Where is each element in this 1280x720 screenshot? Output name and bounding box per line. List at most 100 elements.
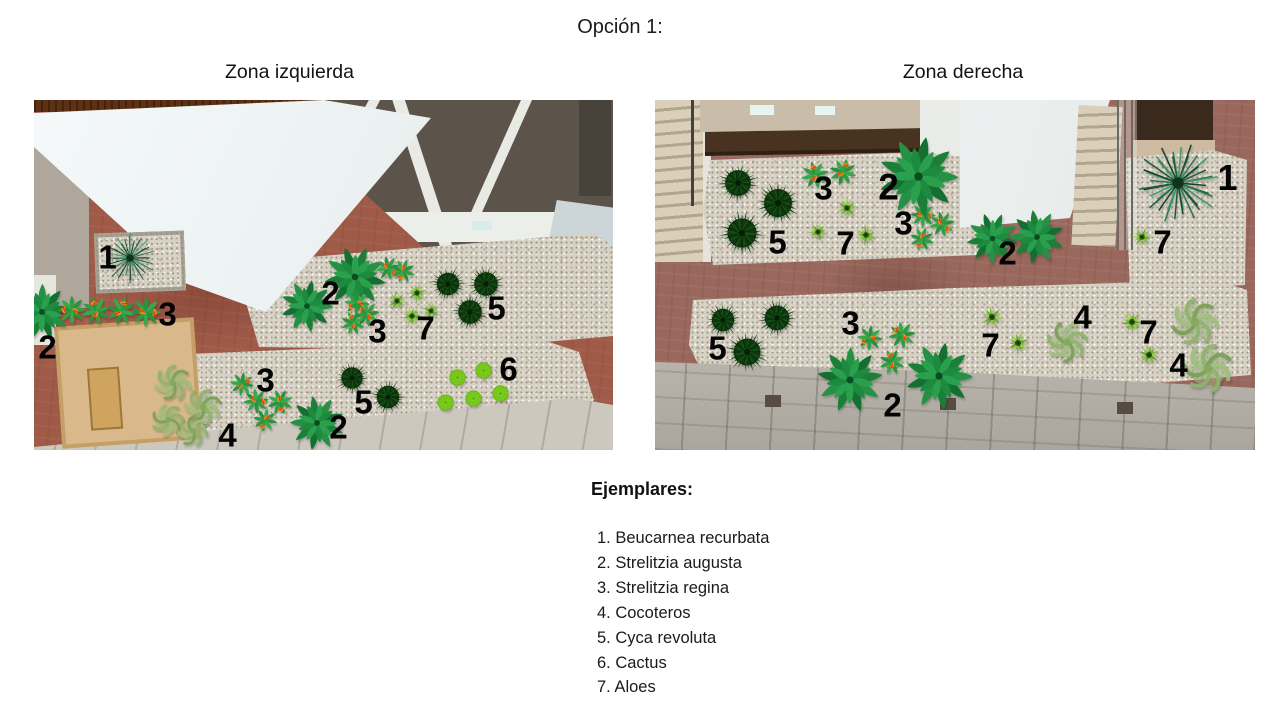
legend-heading: Ejemplares: [591, 479, 694, 499]
plant-number-marker: 5 [708, 329, 726, 367]
plant-number-marker: 4 [1073, 298, 1091, 336]
legend-list: 1. Beucarnea recurbata 2. Strelitzia augu… [597, 526, 769, 700]
plant-regina [107, 297, 135, 325]
plant-aloe [387, 290, 408, 311]
plant-number-marker: 3 [841, 304, 859, 342]
stair-edge-wall [703, 100, 711, 262]
plant-number-marker: 7 [1139, 313, 1157, 351]
plant-regina [880, 350, 904, 374]
plant-regina [82, 297, 110, 325]
plant-palm [1009, 210, 1063, 264]
plant-cactus [491, 384, 509, 402]
plant-number-marker: 3 [894, 204, 912, 242]
legend-item: 6. Cactus [597, 653, 667, 672]
page-title: Opción 1: [577, 16, 663, 38]
plant-regina [341, 311, 365, 335]
plant-cyca [467, 265, 505, 303]
legend-item: 5. Cyca revoluta [597, 628, 717, 647]
plant-number-marker: 2 [883, 386, 901, 424]
plant-number-marker: 2 [38, 328, 56, 366]
plant-aloe [1120, 310, 1144, 333]
plant-cactus [448, 368, 466, 386]
plant-cocotero [1046, 322, 1088, 363]
skylight [815, 106, 835, 115]
plant-regina [929, 211, 955, 237]
plant-number-marker: 3 [368, 312, 386, 350]
plant-cocotero [176, 414, 209, 447]
plant-aloe [1131, 227, 1153, 246]
plant-cyca [716, 163, 759, 205]
staircase-left [655, 100, 707, 262]
plant-cyca [706, 303, 740, 338]
plant-palm [966, 213, 1018, 264]
plant-number-marker: 7 [981, 326, 999, 364]
plant-cyca [369, 378, 407, 415]
plant-regina [267, 389, 293, 415]
plant-number-marker: 2 [998, 234, 1016, 272]
railing-grille [1117, 100, 1137, 250]
plant-number-marker: 5 [768, 223, 786, 261]
gravel-pocket-topright [1125, 150, 1247, 292]
plant-cyca [335, 361, 369, 395]
plant-regina [243, 388, 269, 414]
plant-aloe [807, 222, 829, 242]
plant-number-marker: 2 [321, 274, 339, 312]
plant-palm [282, 280, 334, 332]
plant-regina [130, 296, 162, 328]
legend-item: 3. Strelitzia regina [597, 578, 730, 597]
plant-number-marker: 3 [256, 361, 274, 399]
plant-cyca [757, 181, 799, 225]
plant-number-marker: 6 [499, 350, 517, 388]
plant-cyca [450, 292, 489, 331]
plant-beucarnea [1138, 144, 1218, 222]
plant-number-marker: 4 [1169, 346, 1187, 384]
handrail [691, 100, 694, 206]
plant-cocotero [1171, 297, 1219, 345]
plant-aloe [856, 223, 877, 247]
plant-cactus [436, 393, 454, 411]
plant-cyca [718, 209, 766, 257]
plant-cactus [464, 389, 482, 407]
legend-item: 2. Strelitzia augusta [597, 553, 742, 572]
plant-number-marker: 7 [416, 309, 434, 347]
legend-item: 4. Cocoteros [597, 603, 691, 622]
plant-aloe [408, 282, 428, 304]
drain-tile [765, 395, 781, 407]
legend-item: 1. Beucarnea recurbata [597, 529, 770, 547]
skylight [472, 221, 492, 230]
ceiling-band [700, 100, 925, 132]
plant-aloe [421, 301, 441, 321]
plant-cyca [724, 332, 768, 372]
plant-palm [907, 342, 973, 410]
plant-regina [391, 259, 415, 283]
plant-palm [289, 396, 343, 450]
plant-aloe [401, 306, 423, 326]
plant-number-marker: 5 [354, 383, 372, 421]
plant-aloe [836, 196, 859, 219]
plant-cocotero [1182, 343, 1232, 393]
plant-aloe [1007, 331, 1030, 355]
plant-number-marker: 7 [836, 224, 854, 262]
plant-aloe [980, 305, 1004, 328]
plant-aloe [1137, 343, 1160, 367]
plant-palm [880, 136, 958, 216]
plant-number-marker: 4 [218, 416, 236, 451]
plant-number-marker: 3 [814, 169, 832, 207]
plant-regina [857, 325, 883, 351]
plant-regina [57, 295, 87, 325]
plant-regina [829, 158, 857, 186]
balcony-frame [579, 100, 611, 196]
plant-number-marker: 3 [158, 295, 176, 333]
skylight [750, 105, 774, 115]
plant-palm [817, 347, 883, 412]
plant-regina [888, 321, 916, 349]
plant-number-marker: 5 [487, 289, 505, 327]
plant-regina [801, 161, 829, 189]
plant-regina [376, 256, 400, 280]
plant-cyca [429, 267, 467, 302]
